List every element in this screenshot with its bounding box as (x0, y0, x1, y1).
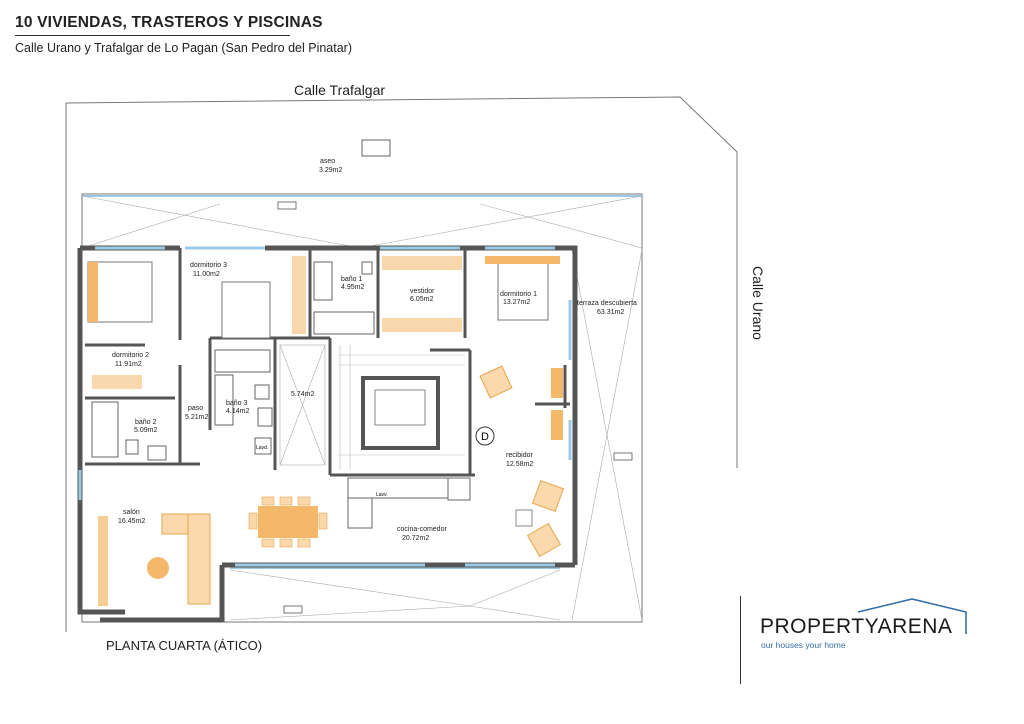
terrace-slope-lines (81, 195, 643, 621)
bed-dormitorio-2 (87, 261, 153, 323)
label-vestidor: vestidor (410, 288, 435, 295)
sofa-side (187, 513, 211, 605)
area-bano-2: 5.09m2 (134, 427, 157, 434)
dining-set (248, 496, 328, 548)
lift-shaft (361, 376, 440, 450)
logo-roof-icon (857, 598, 967, 634)
label-cocina: cocina-comedor (397, 526, 447, 533)
label-dormitorio-2: dormitorio 2 (112, 352, 149, 359)
headboard-1 (485, 256, 560, 264)
area-dormitorio-3: 11.00m2 (193, 271, 220, 278)
area-paso: 5.21m2 (185, 414, 208, 421)
entrance-marker (475, 426, 495, 446)
area-cocina: 20.72m2 (402, 535, 429, 542)
armchairs (479, 365, 565, 558)
label-dormitorio-3: dormitorio 3 (190, 262, 227, 269)
floor-label: PLANTA CUARTA (ÁTICO) (106, 638, 263, 653)
bed-dormitorio-1 (497, 257, 549, 321)
interior-walls (85, 248, 570, 477)
label-bano-3: baño 3 (226, 400, 248, 407)
logo-divider (740, 596, 741, 684)
bed-dormitorio-3 (221, 281, 271, 339)
washer-box (254, 437, 272, 455)
label-paso: paso (188, 405, 203, 412)
area-dormitorio-1: 13.27m2 (503, 299, 530, 306)
plot-boundary (65, 96, 738, 468)
label-recibidor: recibidor (506, 452, 534, 459)
kitchen-counters (347, 477, 471, 529)
void-cross (279, 344, 326, 466)
label-bano-1: baño 1 (341, 276, 363, 283)
stair-treads (338, 345, 465, 470)
brand-logo: PROPERTYARENA (760, 615, 953, 638)
drain-grates (277, 201, 633, 614)
lift-cabin (374, 389, 426, 426)
bathroom-fixtures (91, 139, 391, 461)
title-underline (15, 35, 290, 36)
area-dormitorio-2: 11.91m2 (115, 361, 142, 368)
entrance-marker-label: D (481, 431, 489, 443)
label-terraza: terraza descubierta (577, 300, 637, 307)
area-bano-1: 4.95m2 (341, 284, 364, 291)
wardrobes (92, 256, 462, 389)
street-label-north: Calle Trafalgar (294, 82, 386, 98)
room-labels: aseo 3.29m2 dormitorio 3 11.00m2 baño 1 … (112, 158, 637, 542)
area-aseo: 3.29m2 (319, 167, 342, 174)
washer-label: Lavd. (256, 445, 268, 451)
plan-subtitle: Calle Urano y Trafalgar de Lo Pagan (San… (15, 41, 352, 55)
area-hueco: 5.74m2 (291, 391, 314, 398)
windows (78, 246, 572, 567)
area-salon: 16.45m2 (118, 518, 145, 525)
label-salon: salón (123, 509, 140, 516)
label-bano-2: baño 2 (135, 419, 157, 426)
kitchen-appliance-label: Lavv. (376, 492, 388, 498)
headboard-2 (88, 262, 98, 322)
plan-title: 10 VIVIENDAS, TRASTEROS Y PISCINAS (15, 14, 323, 31)
area-recibidor: 12.58m2 (506, 461, 533, 468)
area-bano-3: 4.14m2 (226, 408, 249, 415)
area-terraza: 63.31m2 (597, 309, 624, 316)
coffee-table (147, 557, 169, 579)
label-dormitorio-1: dormitorio 1 (500, 291, 537, 298)
brand-tagline: our houses your home (761, 640, 846, 650)
tv-unit (98, 516, 108, 606)
label-aseo: aseo (320, 158, 335, 165)
area-vestidor: 6.05m2 (410, 296, 433, 303)
